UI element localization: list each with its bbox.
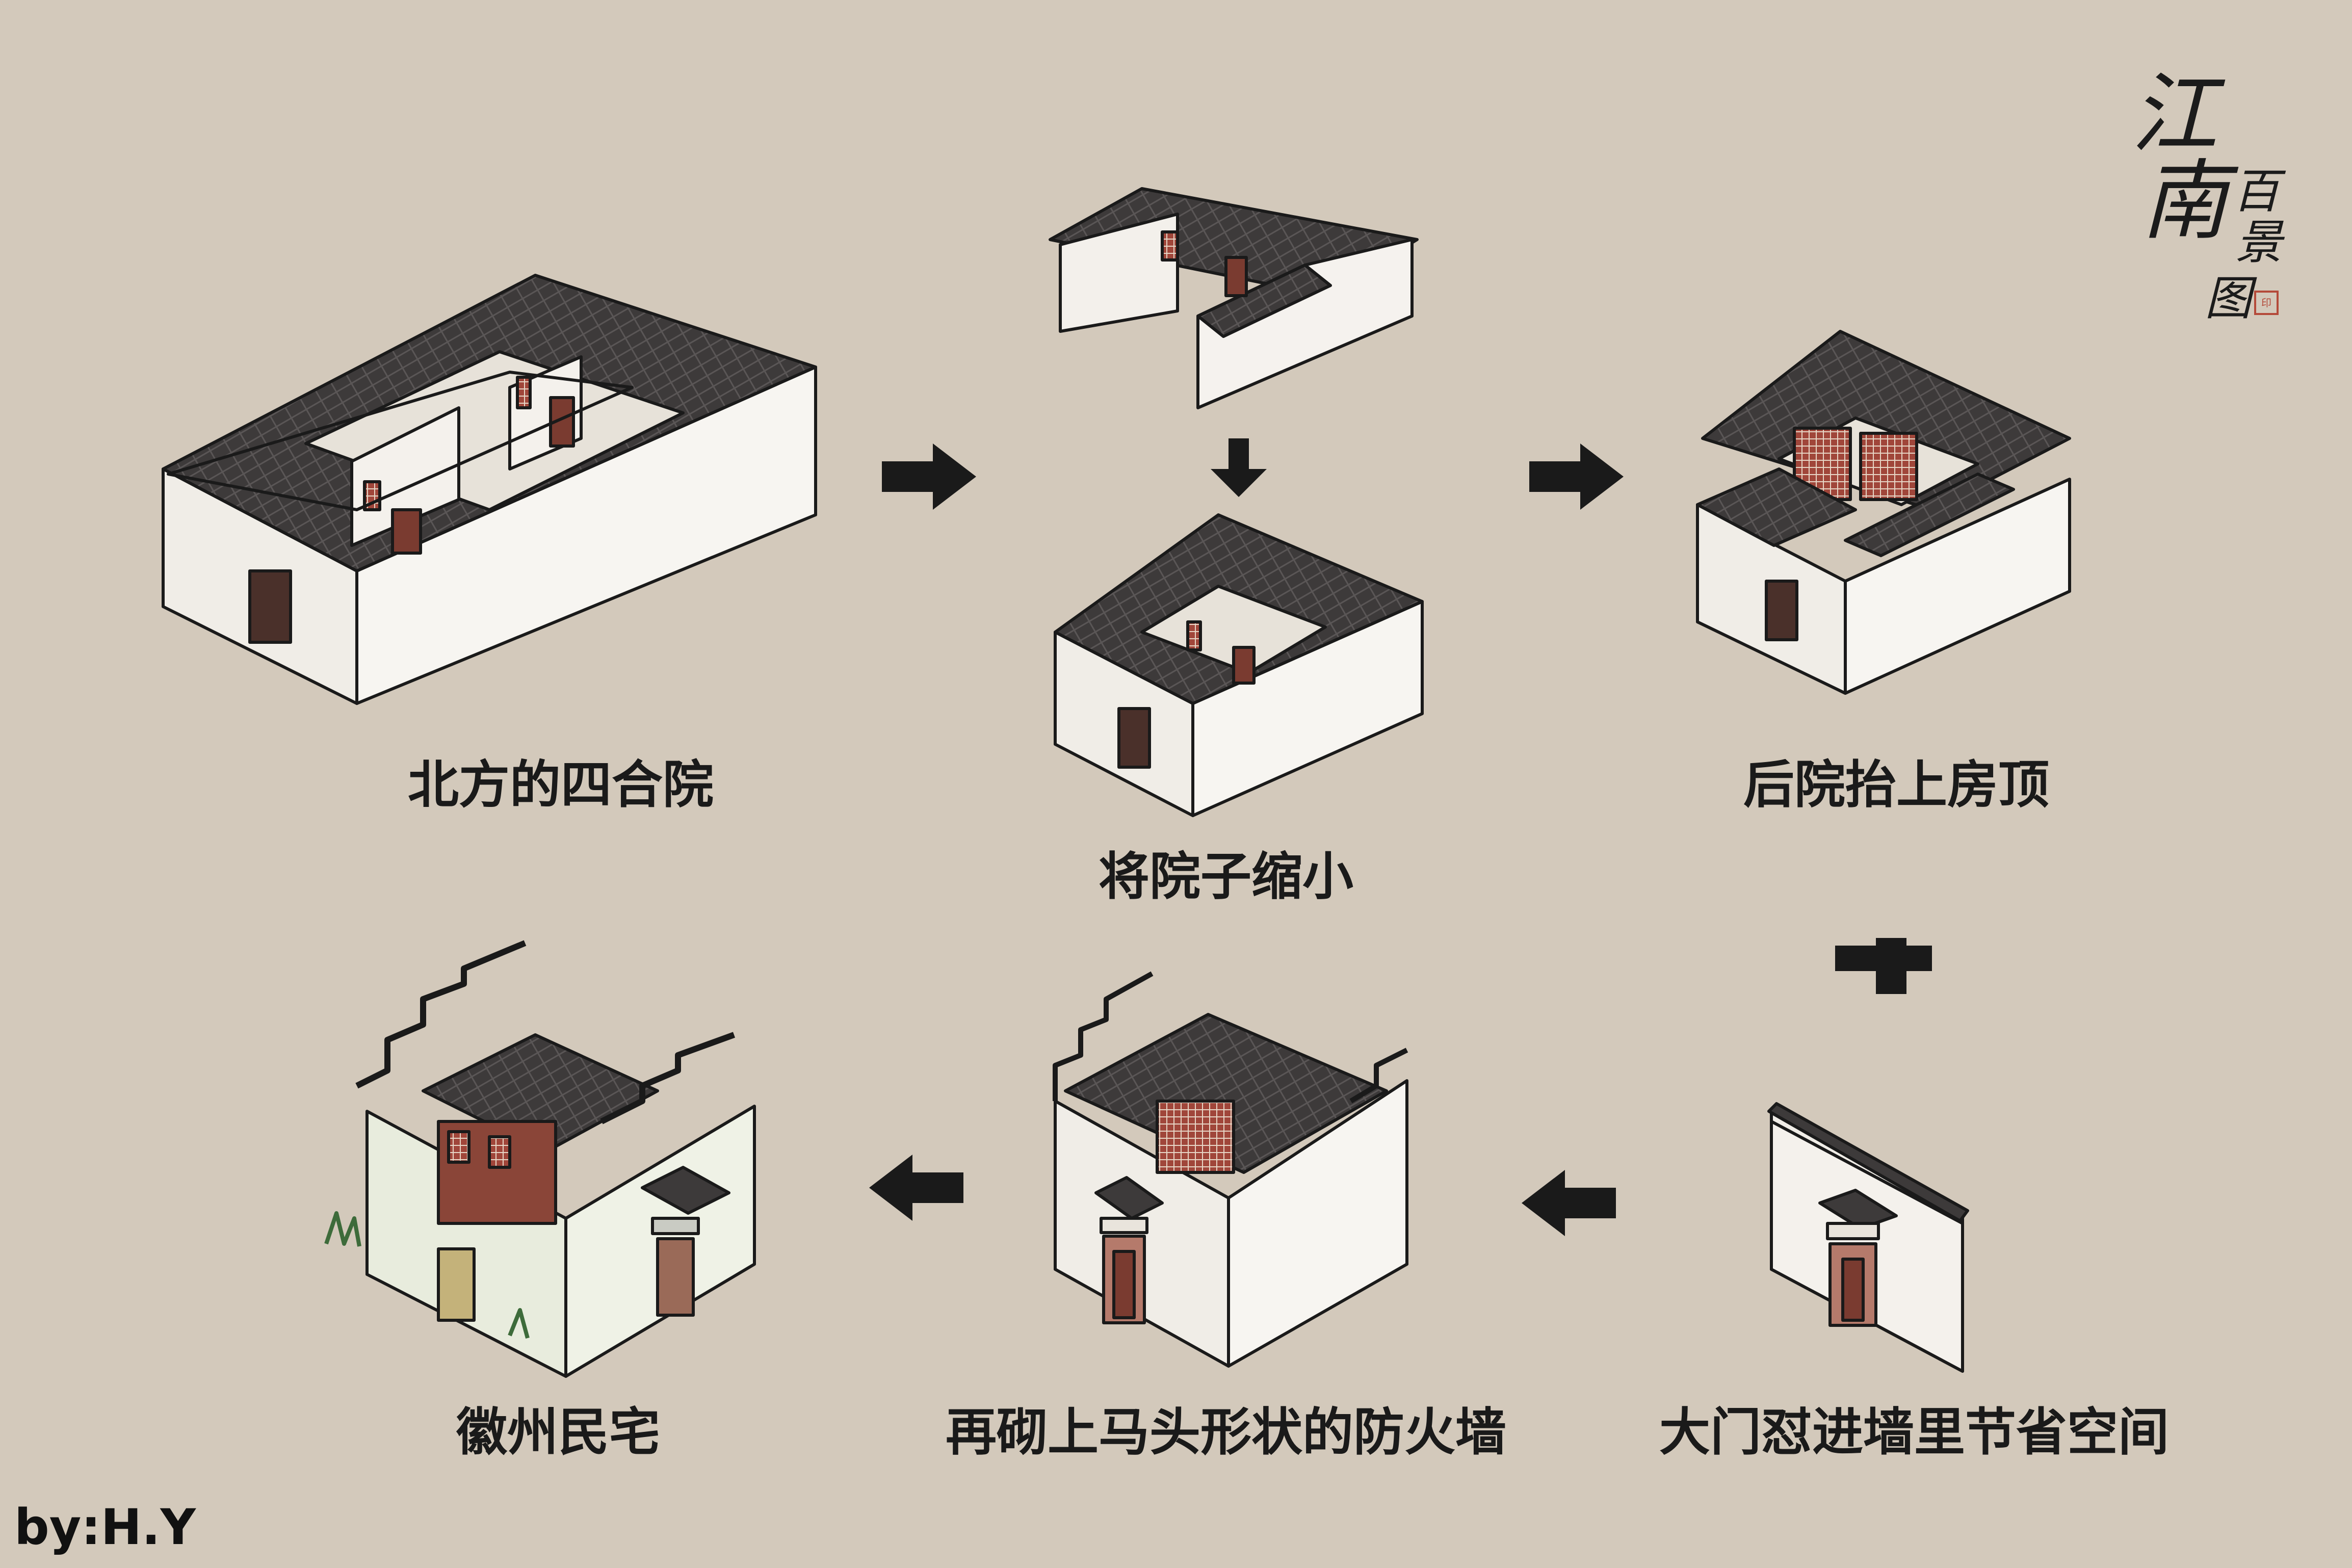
plus-icon	[1835, 938, 1932, 994]
author-credit: by:H.Y	[14, 1499, 196, 1556]
raise-roof-illustration	[1696, 330, 2071, 695]
arrow-left-icon	[869, 1155, 963, 1221]
shrink-illustration	[1049, 187, 1424, 817]
logo-char: 南	[2141, 151, 2228, 252]
logo-char: 图	[2205, 271, 2252, 326]
arrow-right-icon	[882, 443, 976, 510]
siheyuan-illustration	[162, 274, 817, 705]
gate-wall-illustration	[1767, 1102, 1969, 1373]
logo-char: 景	[2235, 215, 2283, 270]
logo-char: 江	[2131, 64, 2218, 165]
caption-gate-in-wall: 大门怼进墙里节省空间	[1659, 1402, 2169, 1462]
seal-stamp-icon: 印	[2254, 291, 2279, 315]
caption-shrink: 将院子缩小	[1099, 847, 1353, 906]
caption-siheyuan: 北方的四合院	[408, 755, 714, 815]
jiangnan-logo: 江 南 百 景 图 印	[2121, 71, 2289, 336]
logo-char: 百	[2233, 164, 2280, 219]
caption-firewall: 再砌上马头形状的防火墙	[946, 1402, 1506, 1462]
huizhou-house-illustration	[324, 940, 756, 1378]
caption-raise-roof: 后院抬上房顶	[1743, 755, 2049, 815]
firewall-illustration	[1053, 971, 1408, 1368]
caption-huizhou: 徽州民宅	[456, 1402, 660, 1462]
arrow-left-icon	[1522, 1170, 1616, 1236]
arrow-right-icon	[1529, 443, 1624, 510]
